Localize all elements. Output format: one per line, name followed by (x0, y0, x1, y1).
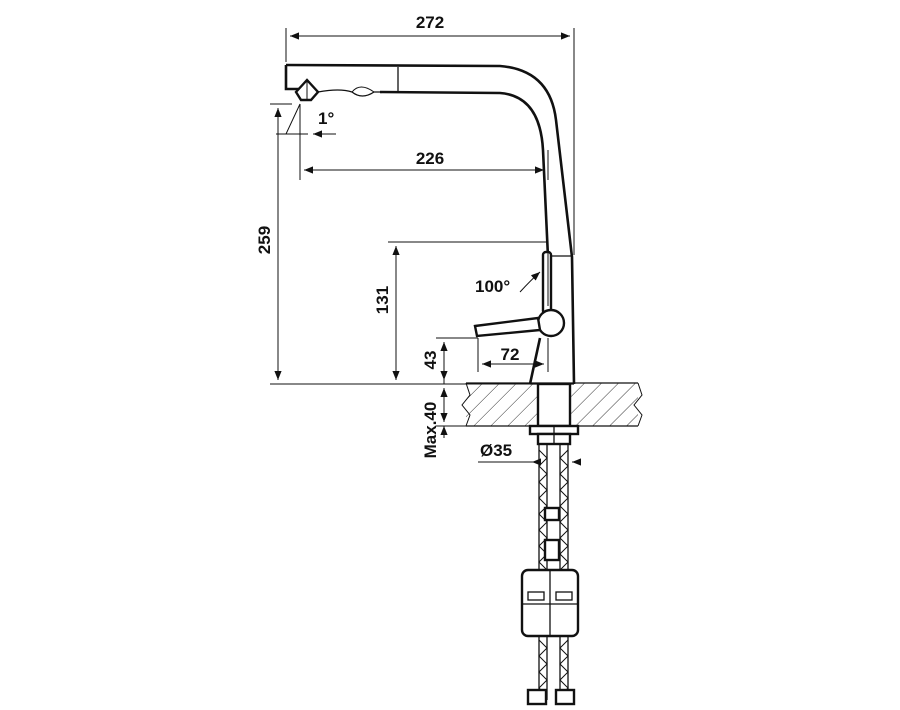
dimension-lines (270, 28, 581, 466)
dim-spout-angle: 1° (318, 109, 334, 128)
dim-spout-reach: 226 (416, 149, 444, 168)
supply-hoses (520, 444, 580, 706)
dim-handle-swing: 100° (475, 277, 510, 296)
dim-base-height: 43 (421, 351, 440, 370)
dim-total-height: 259 (255, 226, 274, 254)
dim-handle-height: 131 (373, 286, 392, 314)
mounting-assembly (528, 382, 580, 446)
dim-max-thickness: Max.40 (421, 402, 440, 459)
dim-hole-diameter: Ø35 (480, 441, 512, 460)
dim-handle-reach: 72 (501, 345, 520, 364)
dim-overall-width: 272 (416, 13, 444, 32)
